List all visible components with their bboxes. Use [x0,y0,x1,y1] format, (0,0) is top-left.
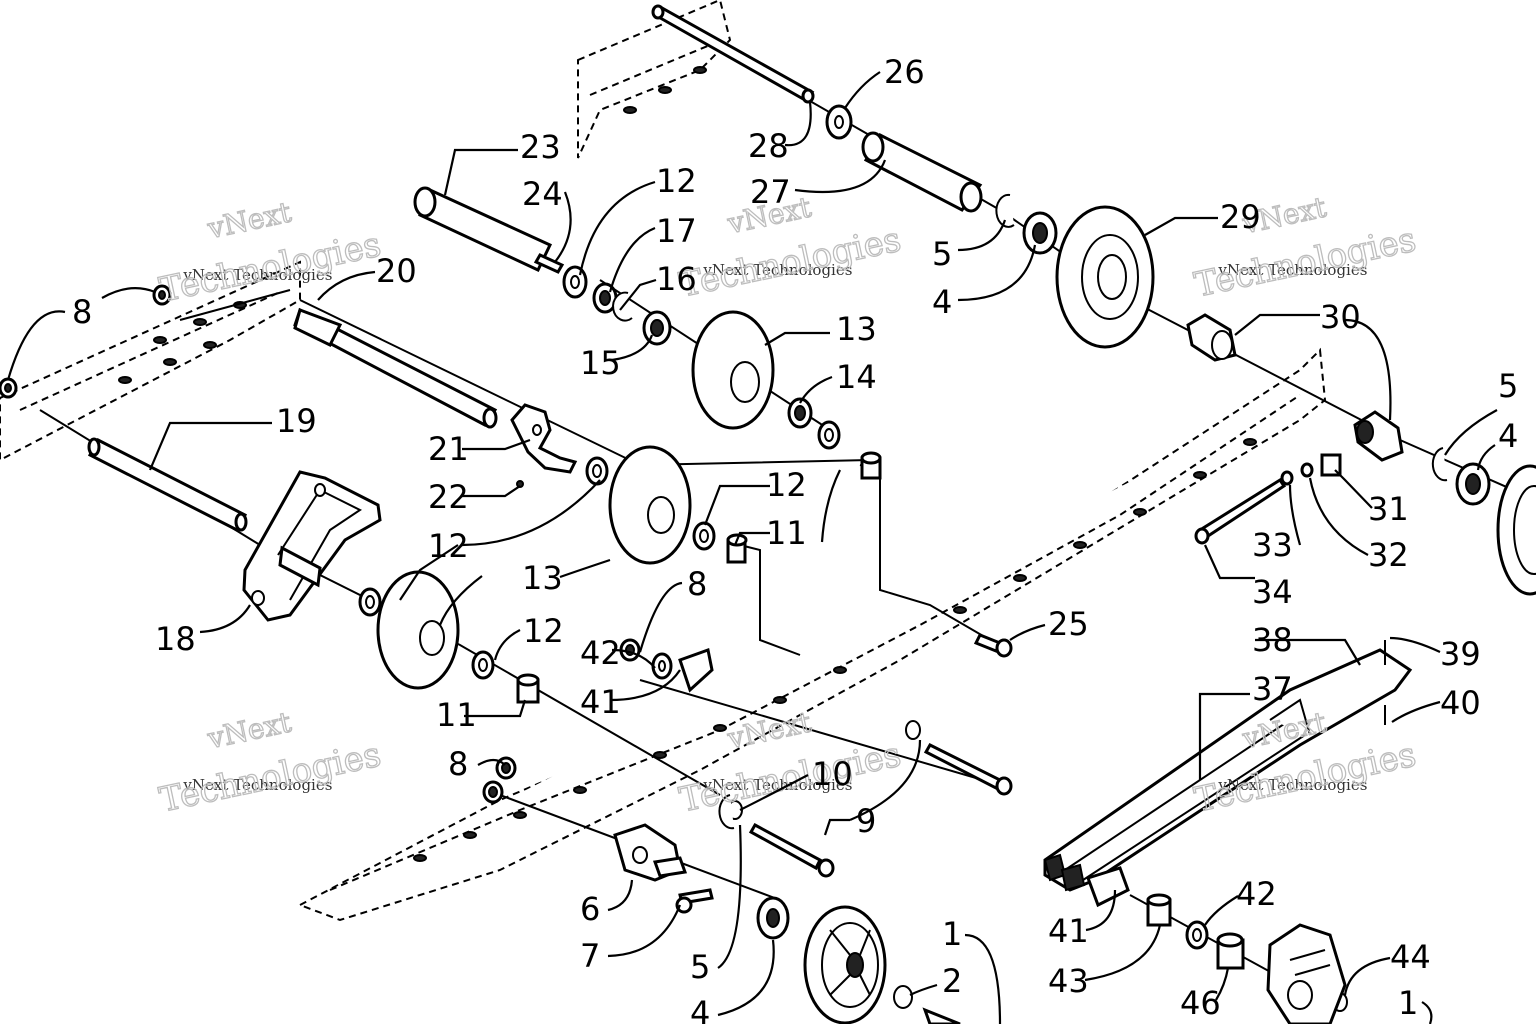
callout-c46: 6 [580,890,600,928]
svg-text:vNext Technologies: vNext Technologies [1217,261,1367,279]
callout-c27: 42 [580,634,621,672]
callout-c7: 17 [656,212,697,250]
callout-c54: 42 [1236,875,1277,913]
callout-c51: 2 [942,962,962,1000]
callout-c14: 4 [932,283,952,321]
callout-c21: 12 [766,466,807,504]
shaft-20 [293,307,498,429]
callout-c37: 32 [1368,536,1409,574]
callout-c24: 13 [522,559,563,597]
slide-rail-38 [1043,640,1413,908]
callout-c36: 33 [1252,526,1293,564]
leader-lines [6,71,1498,1024]
callout-c19: 22 [428,478,469,516]
hub-spacer-30 [1186,313,1404,462]
svg-text:vNext Technologies: vNext Technologies [702,776,852,794]
callout-c13: 5 [932,235,952,273]
callout-c42: 40 [1440,684,1481,722]
callout-c55: 46 [1180,984,1221,1022]
callout-c23: 12 [523,612,564,650]
callout-c56: 44 [1390,938,1431,976]
callout-c34: 4 [1498,417,1518,455]
callout-c20: 12 [428,527,469,565]
callout-c1: 8 [72,293,92,331]
callout-c17: 14 [836,358,877,396]
svg-text:Technologies: Technologies [156,735,384,821]
callout-c11: 28 [748,127,789,165]
right-side-rail [297,347,1327,922]
callout-c6: 12 [656,162,697,200]
callout-c30: 11 [436,696,477,734]
callout-c31: 25 [1048,605,1089,643]
callout-c32: 30 [1320,298,1361,336]
callout-c2: 19 [276,402,317,440]
svg-text:vNext Technologies: vNext Technologies [182,776,332,794]
idler-wheel-13-top [691,310,775,430]
callout-c9: 15 [580,344,621,382]
shaft-19 [87,437,248,533]
callout-numbers: 8 19 20 23 24 12 17 16 15 26 28 27 5 4 2… [72,53,1518,1024]
callout-c52: 41 [1048,912,1089,950]
spoked-wheel-right [1496,464,1536,596]
svg-text:Technologies: Technologies [676,220,904,306]
cap-screw-7 [675,888,714,914]
callout-c41: 37 [1252,670,1293,708]
top-side-rail [577,0,732,159]
callout-c43: 8 [448,745,468,783]
callout-c33: 5 [1498,367,1518,405]
callout-c39: 38 [1252,621,1293,659]
callout-c12: 27 [750,173,791,211]
callout-c18: 21 [428,430,469,468]
sleeve-27 [861,131,983,213]
callout-c40: 39 [1440,635,1481,673]
svg-text:vNext: vNext [204,705,295,755]
bolts [748,477,1287,1024]
callout-c8: 16 [656,260,697,298]
bracket-6 [613,823,688,882]
callout-c26: 8 [687,565,707,603]
idler-wheel-13-low [376,570,460,690]
callout-c25: 18 [155,620,196,658]
callout-c48: 5 [690,948,710,986]
callout-c22: 11 [766,514,807,552]
callout-c50: 1 [942,915,962,953]
callout-c3: 20 [376,252,417,290]
spoked-wheel-front [803,905,887,1024]
watermark-3: vNext vNext Technologies Technologies [1190,190,1420,306]
svg-text:vNext Technologies: vNext Technologies [182,266,332,284]
idler-wheel-13-mid [608,445,692,565]
callout-c38: 34 [1252,573,1293,611]
callout-c16: 13 [836,310,877,348]
callout-c5: 24 [522,175,563,213]
callout-c4: 23 [520,128,561,166]
callout-c44: 10 [812,755,853,793]
svg-text:vNext Technologies: vNext Technologies [1217,776,1367,794]
bracket-18 [242,470,382,622]
svg-text:vNext: vNext [204,195,295,245]
callout-c57: 1 [1398,984,1418,1022]
callout-c15: 29 [1220,198,1261,236]
housing-44 [1266,923,1347,1024]
idler-wheel-29 [1055,205,1155,349]
callout-c28: 41 [580,683,621,721]
callout-c45: 9 [856,802,876,840]
callout-c53: 43 [1048,962,1089,1000]
callout-c47: 7 [580,937,600,975]
callout-c35: 31 [1368,490,1409,528]
callout-c10: 26 [884,53,925,91]
watermark-4: vNext vNext Technologies Technologies [155,705,385,821]
left-side-rail [0,260,301,462]
shaft-top [651,4,815,104]
svg-text:vNext Technologies: vNext Technologies [702,261,852,279]
callout-c49: 4 [690,994,710,1024]
arm-21 [510,403,578,474]
